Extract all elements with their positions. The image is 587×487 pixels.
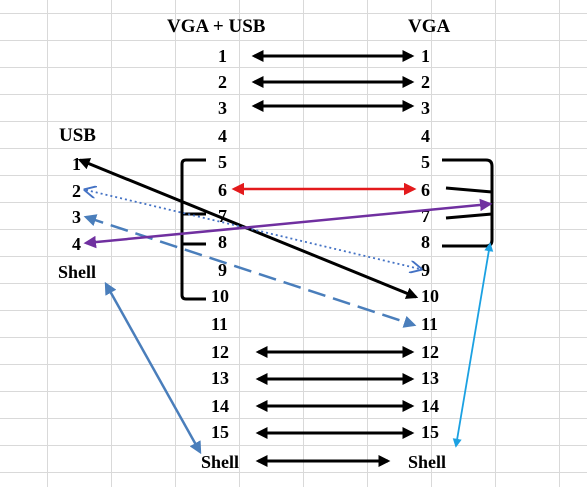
- wire-usbshell-shell: [104, 281, 202, 455]
- usb-pin-2: 2: [72, 181, 81, 201]
- right-pin-4: 4: [421, 126, 430, 146]
- left-pin-2: 2: [218, 72, 227, 92]
- vga-header: VGA: [408, 16, 451, 37]
- left-ground-bracket: [180, 158, 206, 301]
- right-shell-label: Shell: [408, 452, 447, 472]
- usb-header: USB: [59, 125, 96, 146]
- right-pin-13: 13: [421, 368, 439, 388]
- right-pin-3: 3: [421, 98, 430, 118]
- wire-usb3-pin11: [83, 214, 417, 328]
- left-pin-3: 3: [218, 98, 227, 118]
- wire-usb2-pin9: [86, 190, 420, 269]
- right-pin-11: 11: [421, 314, 439, 334]
- right-pin-2: 2: [421, 72, 430, 92]
- right-pin-14: 14: [421, 396, 439, 416]
- usb-pin-1: 1: [72, 154, 81, 174]
- usb-pin-3: 3: [72, 207, 81, 227]
- right-pin-12: 12: [421, 342, 439, 362]
- right-pin-9: 9: [421, 260, 430, 280]
- left-pin-15: 15: [211, 422, 229, 442]
- usb-pin-4: 4: [72, 234, 81, 254]
- right-pin-5: 5: [421, 152, 430, 172]
- right-pin-1: 1: [421, 46, 430, 66]
- right-pin-15: 15: [421, 422, 439, 442]
- left-shell-label: Shell: [201, 452, 240, 472]
- right-pin-10: 10: [421, 286, 439, 306]
- wire-bracket-rightshell: [452, 242, 494, 448]
- vga-usb-header: VGA + USB: [167, 16, 266, 37]
- wire-usb4-bracket: [83, 198, 493, 249]
- left-pin-1: 1: [218, 46, 227, 66]
- left-pin-4: 4: [218, 126, 227, 146]
- left-pin-13: 13: [211, 368, 229, 388]
- left-pin-14: 14: [211, 396, 229, 416]
- right-pin-6: 6: [421, 180, 430, 200]
- right-ground-bracket: [442, 158, 494, 248]
- left-pin-12: 12: [211, 342, 229, 362]
